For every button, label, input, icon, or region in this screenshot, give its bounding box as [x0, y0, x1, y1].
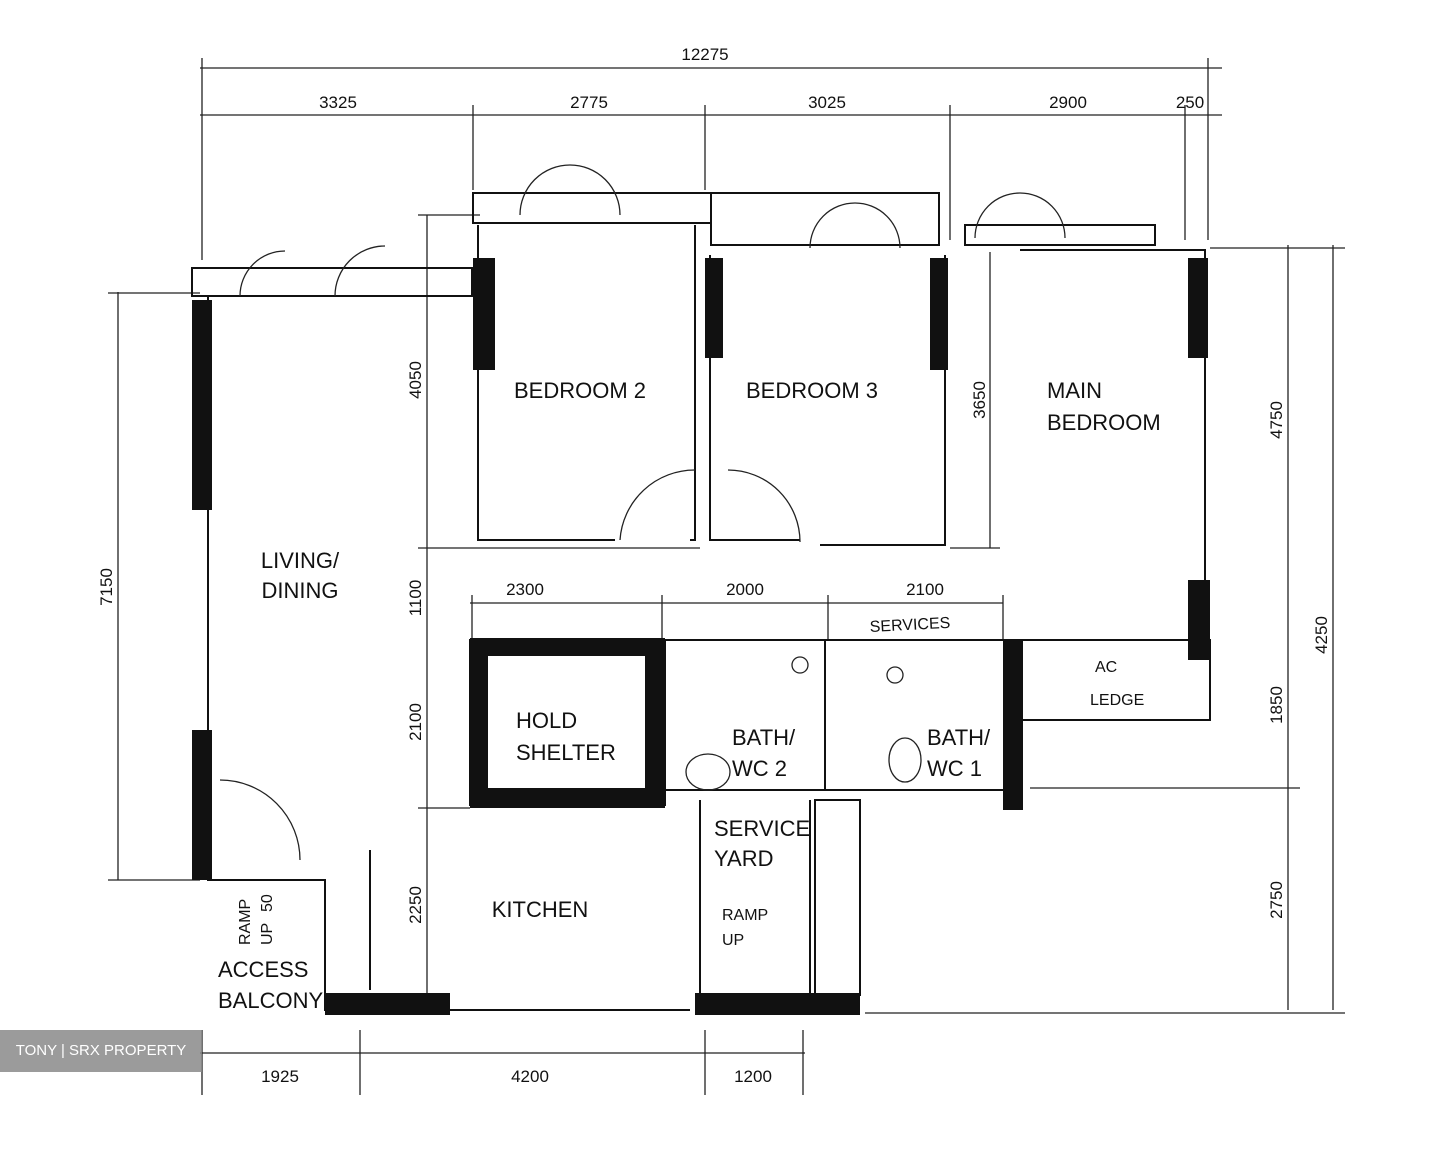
dimension-lines [108, 58, 1345, 1095]
room-ac-ledge-line1: AC [1095, 659, 1117, 676]
room-service-yard-line1: SERVICE [714, 816, 810, 841]
room-bath2-line2: WC 2 [732, 756, 787, 781]
dim-main-bedroom: 3650 [970, 381, 989, 419]
room-kitchen: KITCHEN [492, 897, 589, 922]
label-ramp-balcony-line2: UP [259, 923, 276, 945]
label-ramp-balcony-line1: RAMP [237, 899, 254, 945]
label-ramp-yard-line2: UP [722, 932, 744, 949]
dim-top-3: 3025 [808, 93, 846, 112]
room-living-line1: LIVING/ [261, 548, 340, 573]
room-access-balcony-line1: ACCESS [218, 957, 308, 982]
dim-corridor-1: 2300 [506, 580, 544, 599]
dim-inner-1: 4050 [406, 361, 425, 399]
room-bath1-line1: BATH/ [927, 725, 991, 750]
dim-corridor-2: 2000 [726, 580, 764, 599]
dim-corridor-3: 2100 [906, 580, 944, 599]
room-access-balcony-line2: BALCONY [218, 988, 323, 1013]
dim-right-4: 2750 [1267, 881, 1286, 919]
dim-bottom-1: 1925 [261, 1067, 299, 1086]
dim-top-4: 2900 [1049, 93, 1087, 112]
label-services: SERVICES [869, 615, 950, 636]
dim-overall-width: 12275 [681, 45, 728, 64]
dim-inner-3: 2100 [406, 703, 425, 741]
dim-top-5: 250 [1176, 93, 1204, 112]
room-bath1-line2: WC 1 [927, 756, 982, 781]
walls [191, 164, 1211, 1015]
dim-inner-4: 2250 [406, 886, 425, 924]
dim-top-1: 3325 [319, 93, 357, 112]
dim-left-total: 7150 [97, 568, 116, 606]
dim-right-1: 4750 [1267, 401, 1286, 439]
room-living-line2: DINING [262, 578, 339, 603]
room-ac-ledge-line2: LEDGE [1090, 692, 1144, 709]
dim-bottom-2: 4200 [511, 1067, 549, 1086]
room-bath2-line1: BATH/ [732, 725, 796, 750]
dim-ramp: 50 [259, 894, 276, 912]
dim-right-3: 1850 [1267, 686, 1286, 724]
room-shelter-line1: HOLD [516, 708, 577, 733]
label-ramp-yard-line1: RAMP [722, 907, 768, 924]
dim-right-2: 4250 [1312, 616, 1331, 654]
dim-bottom-3: 1200 [734, 1067, 772, 1086]
room-shelter-line2: SHELTER [516, 740, 616, 765]
dim-top-2: 2775 [570, 93, 608, 112]
room-service-yard-line2: YARD [714, 846, 774, 871]
watermark: TONY | SRX PROPERTY [0, 1030, 202, 1072]
room-main-bedroom-line1: MAIN [1047, 378, 1102, 403]
dim-inner-2: 1100 [406, 580, 425, 617]
room-bedroom-2: BEDROOM 2 [514, 378, 646, 403]
room-bedroom-3: BEDROOM 3 [746, 378, 878, 403]
room-main-bedroom-line2: BEDROOM [1047, 410, 1161, 435]
